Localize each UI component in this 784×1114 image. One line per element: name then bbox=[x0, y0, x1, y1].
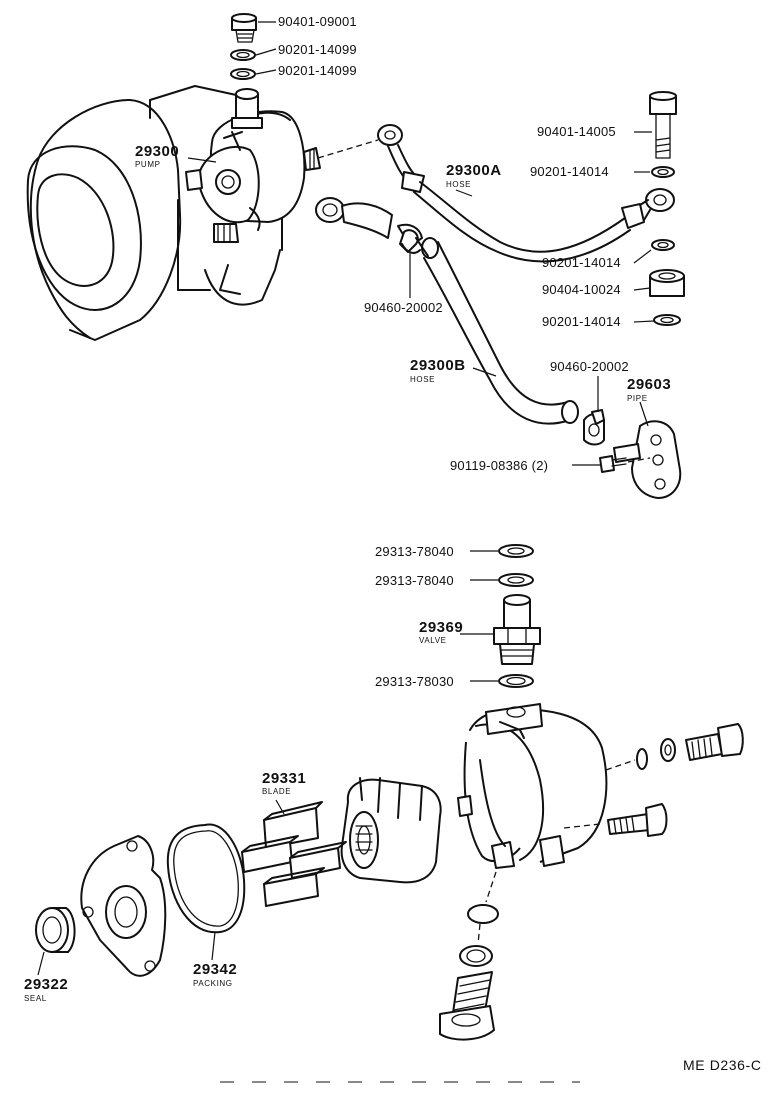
engine-housing-drawing bbox=[26, 85, 283, 341]
label-union-bolt: 90401-14005 bbox=[537, 124, 616, 139]
label-packing-number: 29342 bbox=[193, 961, 238, 978]
label-valve-name: VALVE bbox=[419, 636, 447, 645]
label-pump-number: 29300 bbox=[135, 143, 180, 160]
label-gasket-3: 90201-14014 bbox=[530, 164, 609, 179]
label-gasket-1: 90201-14099 bbox=[278, 42, 357, 57]
label-gasket-2: 90201-14099 bbox=[278, 63, 357, 78]
label-blade-name: BLADE bbox=[262, 787, 292, 796]
label-seal-number: 29322 bbox=[24, 976, 69, 993]
label-spacer: 90404-10024 bbox=[542, 282, 621, 297]
label-seal-name: SEAL bbox=[24, 994, 47, 1003]
hose-b-drawing bbox=[315, 197, 579, 425]
label-blade-number: 29331 bbox=[262, 770, 307, 787]
leader-lines bbox=[37, 21, 655, 976]
label-washer-2: 29313-78040 bbox=[375, 573, 454, 588]
packing-drawing bbox=[166, 823, 246, 934]
label-gasket-4: 90201-14014 bbox=[542, 255, 621, 270]
pump-drawing bbox=[185, 88, 321, 243]
union-plug-drawing bbox=[230, 13, 257, 80]
label-union-plug: 90401-09001 bbox=[278, 14, 357, 29]
diagram-code: ME D236-C bbox=[683, 1057, 762, 1073]
union-bolt-drawing bbox=[649, 91, 685, 326]
rotor-drawing bbox=[241, 777, 442, 907]
label-washer-3: 29313-78030 bbox=[375, 674, 454, 689]
label-valve-number: 29369 bbox=[419, 619, 464, 636]
seal-drawing bbox=[35, 907, 76, 953]
label-hose-a-number: 29300A bbox=[446, 162, 502, 179]
label-clip-2: 90460-20002 bbox=[550, 359, 629, 374]
label-hose-b-number: 29300B bbox=[410, 357, 466, 374]
label-pipe-name: PIPE bbox=[627, 394, 648, 403]
pump-housing-drawing bbox=[439, 703, 744, 1041]
label-hose-b-name: HOSE bbox=[410, 375, 436, 384]
label-bolt: 90119-08386 (2) bbox=[450, 458, 549, 473]
label-gasket-5: 90201-14014 bbox=[542, 314, 621, 329]
label-washer-1: 29313-78040 bbox=[375, 544, 454, 559]
cover-plate-drawing bbox=[80, 835, 167, 977]
label-clip-1: 90460-20002 bbox=[364, 300, 443, 315]
label-pump-name: PUMP bbox=[135, 160, 161, 169]
label-pipe-number: 29603 bbox=[627, 376, 672, 393]
valve-drawing bbox=[493, 544, 541, 688]
label-packing-name: PACKING bbox=[193, 979, 233, 988]
pipe-drawing bbox=[583, 409, 682, 499]
hose-a-drawing bbox=[317, 124, 675, 263]
label-hose-a-name: HOSE bbox=[446, 180, 472, 189]
